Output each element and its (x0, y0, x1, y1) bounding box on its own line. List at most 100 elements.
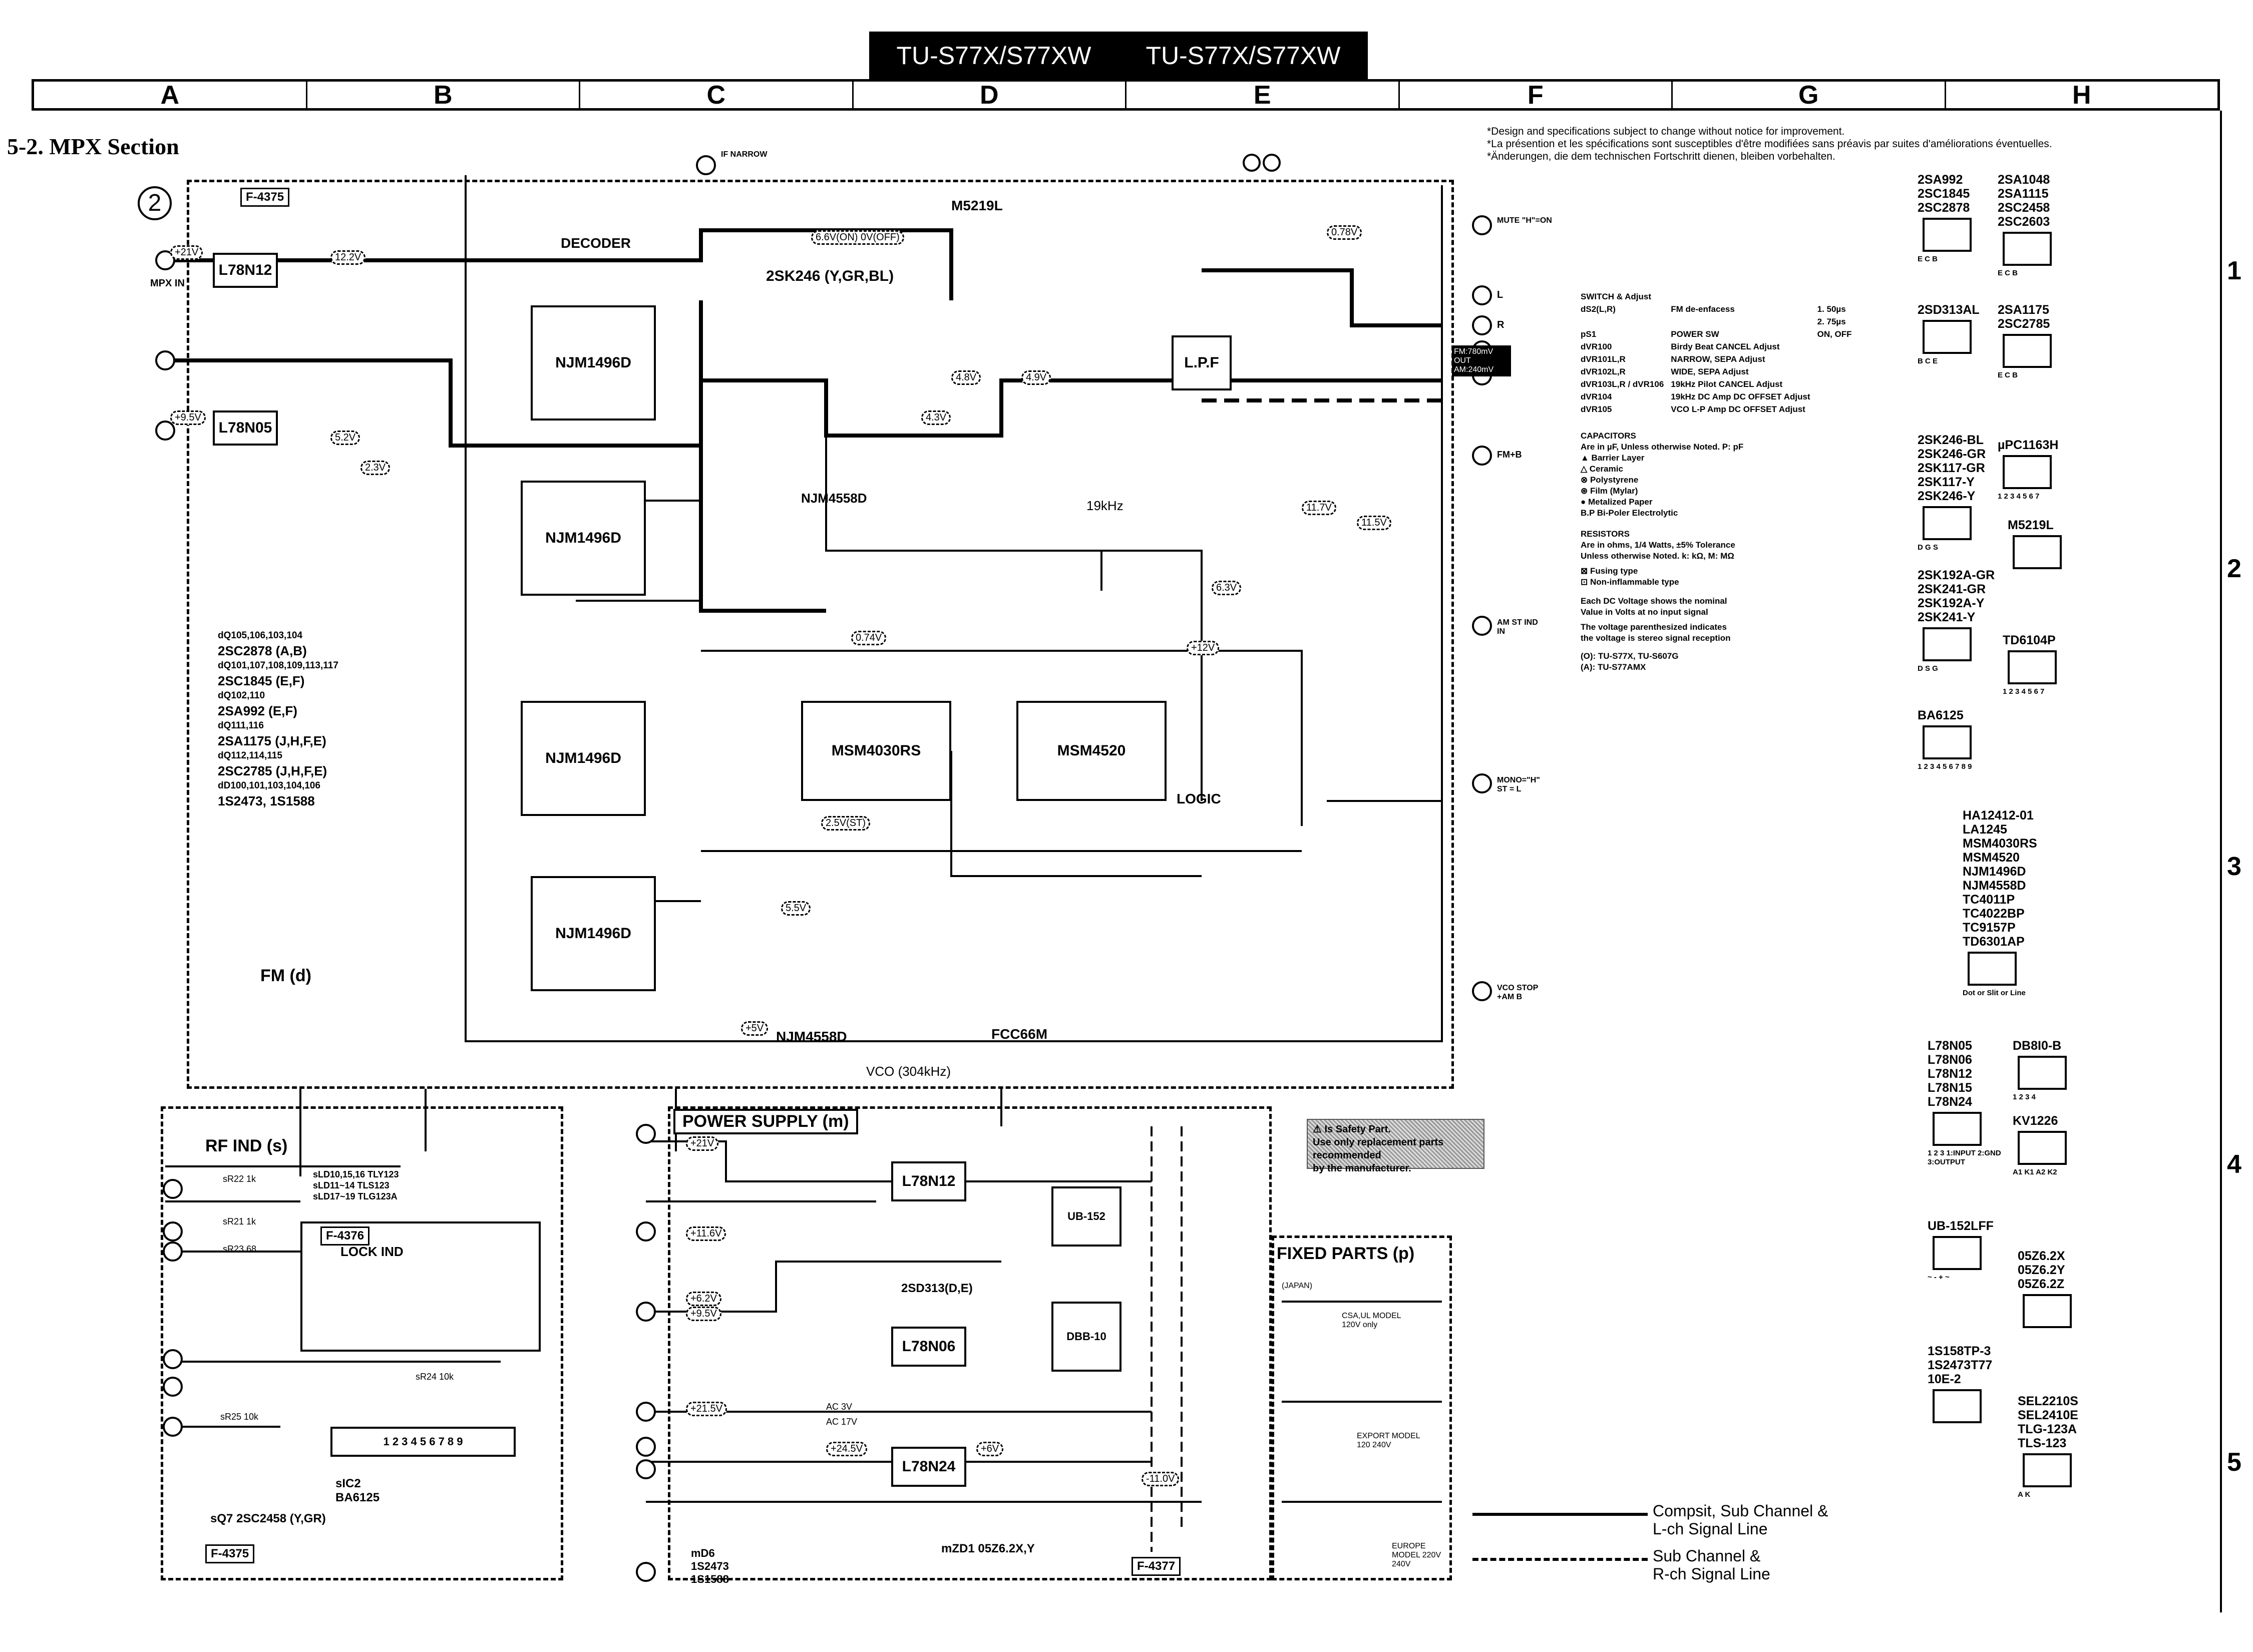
part-number: 1S2473, 1S1588 (218, 793, 315, 808)
legend-label: Compsit, Sub Channel & (1653, 1502, 1828, 1520)
fm-mpx-board (187, 180, 1454, 1089)
package-drawing-icon (1933, 1389, 1982, 1423)
voltage-label: 0.74V (851, 631, 887, 645)
pin-labels: Dot or Slit or Line (1963, 989, 2026, 997)
voltage-label: 4.9V (1021, 370, 1051, 385)
pin-labels: E C B (1998, 371, 2018, 379)
row-label: 1 (2227, 256, 2241, 285)
multiplier-ic: NJM1496D (531, 305, 656, 421)
safety-note: ⚠ Is Safety Part. Use only replacement p… (1307, 1119, 1484, 1174)
part-number: SEL2210S (2018, 1394, 2078, 1408)
note: *Änderungen, die dem technischen Fortsch… (1487, 151, 1835, 162)
lowpass-filter: L.P.F (1172, 335, 1232, 390)
board-id: F-4375 (240, 188, 290, 207)
multiplier-ic: NJM1496D (521, 701, 646, 816)
part-number: 2SK192A-Y (1918, 596, 1985, 610)
logic-ic: MSM4030RS (801, 701, 951, 801)
resistor-label: sR22 1k (223, 1174, 256, 1184)
table-cell: 19kHz Pilot CANCEL Adjust (1671, 379, 1783, 389)
table-cell: dVR102L,R (1581, 367, 1626, 376)
transistor-label: sQ7 2SC2458 (Y,GR) (210, 1512, 326, 1525)
part-number: MSM4520 (1963, 851, 2020, 865)
voltage-label: +21V (686, 1136, 719, 1151)
regulator-ic: L78N12 (891, 1161, 966, 1201)
regulator-ic: L78N05 (213, 410, 278, 446)
resistor-notes: RESISTORS Are in ohms, 1/4 Watts, ±5% To… (1581, 529, 1859, 588)
part-number: 2SK246-GR (1918, 447, 1986, 461)
voltage-label: 4.8V (951, 370, 981, 385)
ref-list: dQ105,106,103,104 (218, 630, 303, 641)
pin-labels: A1 K1 A2 K2 (2013, 1168, 2057, 1176)
table-cell: VCO L-P Amp DC OFFSET Adjust (1671, 404, 1805, 414)
opamp-label: NJM4558D (776, 1029, 847, 1044)
voltage-label: +6.2V (686, 1292, 721, 1306)
pin-labels: A K (2018, 1490, 2031, 1499)
table-title: SWITCH & Adjust (1581, 292, 1652, 301)
lock-ind-subboard (300, 1221, 541, 1352)
voltage-label: +5V (741, 1021, 769, 1036)
voltage-label: AC 17V (826, 1417, 858, 1427)
notes-title: CAPACITORS (1581, 431, 1636, 441)
note-line: △ Ceramic (1581, 464, 1623, 474)
part-number: LA1245 (1963, 822, 2007, 837)
part-number: 10E-2 (1928, 1372, 1961, 1386)
part-number: 2SA1175 (J,H,F,E) (218, 733, 326, 748)
terminal-label: FM+B (1497, 450, 1522, 460)
package-drawing-icon (2023, 1453, 2072, 1487)
pin-labels: 1 2 3 4 5 6 7 (1998, 492, 2040, 501)
package-drawing-icon (1923, 627, 1972, 661)
table-cell: dS2(L,R) (1581, 304, 1616, 314)
note: *La présention et les spécifications son… (1487, 138, 2052, 150)
lock-ind-label: LOCK IND (340, 1244, 404, 1259)
part-number: 05Z6.2X (2018, 1249, 2065, 1263)
package-drawing-icon (1923, 506, 1972, 540)
part-number: NJM1496D (1963, 865, 2026, 879)
block-label: RF IND (s) (205, 1136, 288, 1155)
transistor-list: dQ105,106,103,104 2SC2878 (A,B) dQ101,10… (218, 628, 338, 808)
model-note: EUROPE MODEL 220V 240V (1392, 1542, 1441, 1568)
part-number: L78N15 (1928, 1081, 1972, 1095)
led-ref: sLD17~19 TLG123A (313, 1191, 398, 1201)
package-drawing-icon (2018, 1056, 2067, 1090)
voltage-label: +9.5V (170, 410, 206, 425)
block-label: FM (d) (260, 966, 311, 985)
column-label: D (854, 81, 1126, 110)
component-package: UB-152LFF~ - + ~ (1928, 1219, 1994, 1282)
table-cell: 1. 50µs (1817, 304, 1846, 314)
table-cell: 2. 75µs (1817, 317, 1846, 326)
block-label: POWER SUPPLY (m) (673, 1109, 858, 1134)
diode-note: mD6 1S2473 1S1588 (691, 1547, 729, 1585)
part-number: L78N24 (1928, 1095, 1972, 1109)
part-number: L78N05 (1928, 1039, 1972, 1053)
part-number: KV1226 (2013, 1114, 2058, 1128)
pin-labels: D S G (1918, 664, 1938, 673)
model-line: (O): TU-S77X, TU-S607G (1581, 651, 1679, 661)
package-drawing-icon (2008, 650, 2057, 684)
ba6125-ic: 1 2 3 4 5 6 7 8 9 (330, 1427, 516, 1457)
fm-output-level: FM:780mV OUT AM:240mV (1452, 345, 1511, 376)
package-drawing-icon (1923, 218, 1972, 252)
part-number: TC4022BP (1963, 907, 2025, 921)
legend-label: R-ch Signal Line (1653, 1565, 1770, 1583)
model-line: (A): TU-S77AMX (1581, 662, 1646, 672)
part-number: 2SC1845 (1918, 187, 1970, 201)
table-cell (1671, 315, 1817, 328)
part-number: 2SA1048 (1998, 173, 2050, 187)
model-note: (JAPAN) (1282, 1282, 1313, 1290)
voltage-label: 12.2V (330, 250, 366, 265)
ref-list: dQ112,114,115 (218, 750, 282, 761)
part-number: TD6104P (2003, 633, 2056, 647)
package-drawing-icon (1923, 320, 1972, 354)
voltage-label: 2.3V (360, 461, 391, 475)
column-label: C (580, 81, 854, 110)
